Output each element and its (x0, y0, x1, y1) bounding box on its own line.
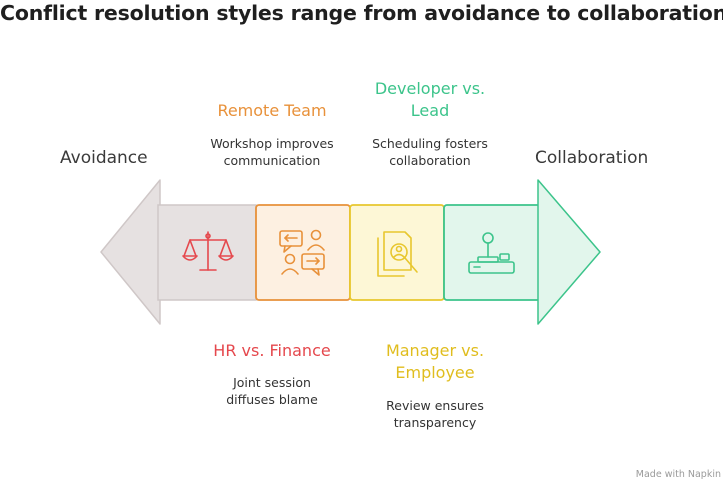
case-desc-remote-team: Workshop improves communication (192, 135, 352, 169)
case-desc-manager-employee: Review ensures transparency (370, 397, 500, 431)
document-search-icon (377, 231, 418, 277)
case-title-manager-employee: Manager vs. Employee (385, 341, 485, 382)
collaboration-label: Collaboration (535, 148, 649, 168)
case-desc-manager-employee-text: Review ensures transparency (386, 398, 484, 430)
segment-manager-employee (443, 204, 541, 301)
chat-bubbles-icon (279, 229, 325, 276)
case-title-hr-finance: HR vs. Finance (213, 341, 331, 360)
avoidance-label: Avoidance (60, 148, 148, 168)
case-title-remote-team: Remote Team (217, 101, 327, 120)
made-with-badge[interactable]: Made with Napkin (635, 469, 721, 480)
case-title-developer-lead: Developer vs. Lead (374, 79, 486, 120)
scales-icon (182, 231, 234, 271)
left-arrow-body (157, 204, 257, 301)
joystick-icon (468, 232, 515, 274)
case-desc-remote-team-text: Workshop improves communication (210, 136, 334, 168)
case-desc-hr-finance: Joint session diffuses blame (207, 374, 337, 408)
right-arrowhead (537, 179, 601, 325)
case-desc-hr-finance-text: Joint session diffuses blame (226, 375, 318, 407)
case-desc-developer-lead: Scheduling fosters collaboration (360, 135, 500, 169)
left-arrowhead (100, 179, 161, 325)
segment-hr-finance (255, 204, 351, 301)
segment-remote-team (349, 204, 445, 301)
case-desc-developer-lead-text: Scheduling fosters collaboration (372, 136, 488, 168)
page-title: Conflict resolution styles range from av… (0, 1, 723, 25)
